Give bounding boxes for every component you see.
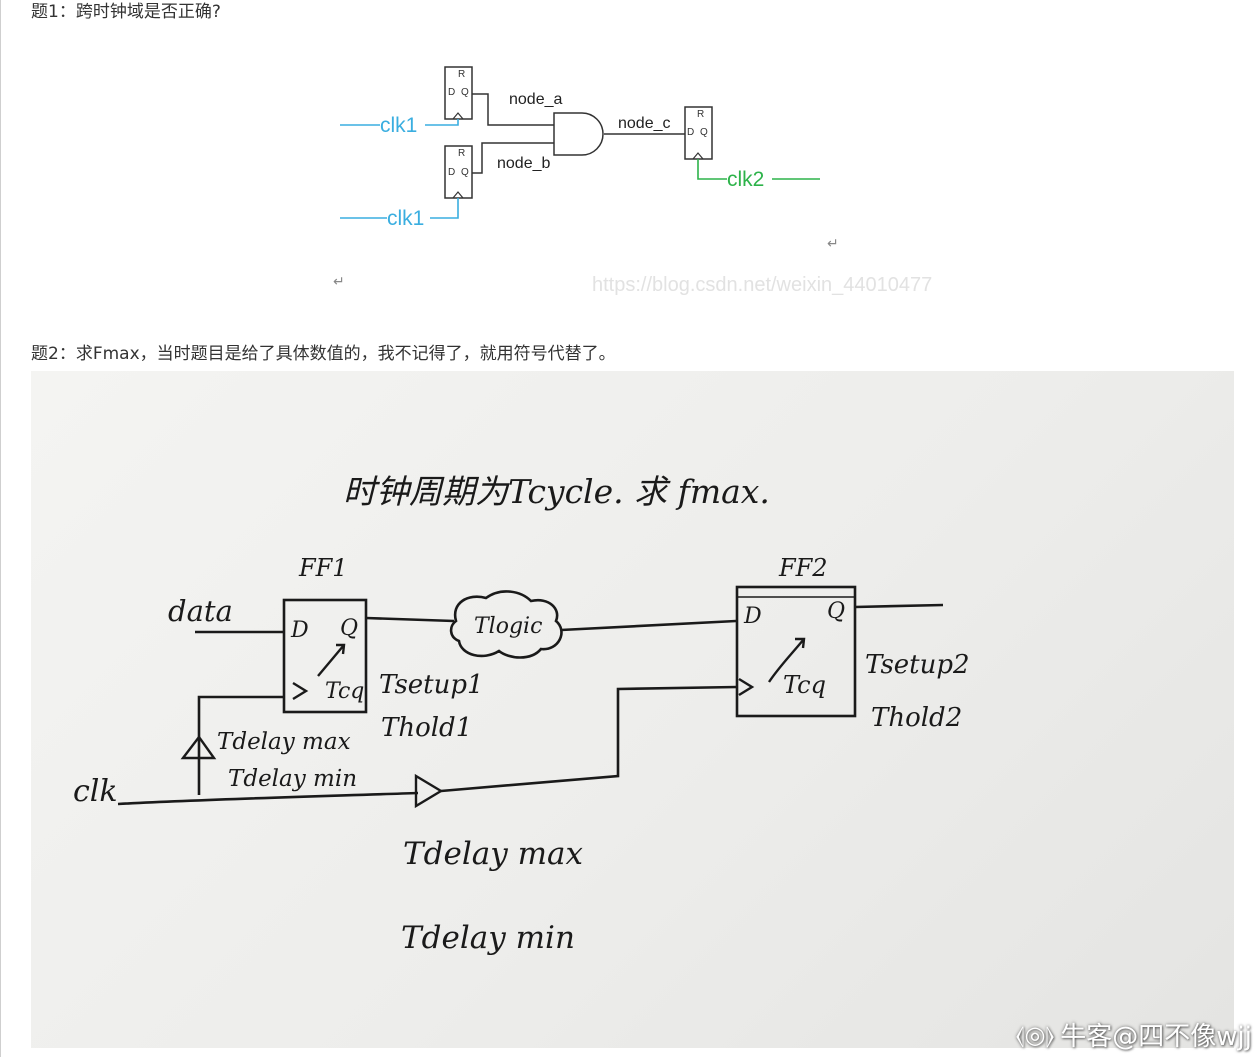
flipflop-top: R D Q — [444, 66, 473, 120]
ff-top-q-label: Q — [461, 87, 469, 98]
nowcoder-logo-icon: ⦉◎⦊ — [1015, 1020, 1055, 1049]
ff1-tcq-label: Tcq — [325, 679, 364, 704]
tlogic-label: Tlogic — [474, 614, 542, 639]
and-gate — [553, 112, 604, 156]
tdelay-min-large-label: Tdelay min — [401, 920, 575, 956]
node-a-label: node_a — [509, 91, 562, 108]
thold2-label: Thold2 — [871, 703, 962, 733]
clk2-label: clk2 — [727, 168, 764, 191]
ff-right-q-label: Q — [700, 127, 708, 138]
ff-bottom-q-label: Q — [461, 167, 469, 178]
ff2-q-label: Q — [827, 599, 845, 624]
question-1-title: 题1：跨时钟域是否正确? — [31, 2, 221, 22]
ff2-box — [735, 585, 857, 718]
ff-top-d-label: D — [448, 87, 455, 98]
tsetup1-label: Tsetup1 — [379, 670, 484, 700]
ff1-box — [282, 598, 368, 714]
ff-top-reset-label: R — [458, 69, 465, 80]
tdelay-max-large-label: Tdelay max — [403, 836, 584, 872]
ff2-tcq-label: Tcq — [783, 671, 826, 699]
ff1-d-label: D — [290, 618, 309, 643]
flipflop-bottom: R D Q — [444, 145, 473, 199]
question-2-title: 题2：求Fmax，当时题目是给了具体数值的，我不记得了，就用符号代替了。 — [31, 344, 616, 364]
flipflop-right: R D Q — [684, 106, 713, 160]
handwritten-title: 时钟周期为Tcycle. 求 fmax. — [343, 472, 770, 511]
left-border — [0, 0, 1, 1057]
clk-label: clk — [73, 774, 118, 809]
thold1-label: Thold1 — [381, 713, 472, 743]
ff-right-reset-label: R — [697, 109, 704, 120]
tdelay-min-small-label: Tdelay min — [228, 766, 357, 792]
handwritten-timing-photo: 时钟周期为Tcycle. 求 fmax. FF1 D Q Tcq data Tl… — [31, 371, 1234, 1048]
nowcoder-watermark: ⦉◎⦊ 牛客@四不像wjj — [1016, 1016, 1252, 1053]
node-b-label: node_b — [497, 155, 550, 172]
tlogic-cloud — [449, 590, 563, 659]
clk1-bottom-label: clk1 — [387, 207, 424, 230]
return-mark-left: ↵ — [333, 273, 345, 289]
ff1-q-label: Q — [340, 616, 358, 641]
cdc-circuit-diagram: R D Q R D Q R D Q node_a node_b nod — [330, 20, 950, 320]
data-label: data — [168, 594, 233, 628]
ff-bottom-reset-label: R — [458, 148, 465, 159]
csdn-watermark: https://blog.csdn.net/weixin_44010477 — [592, 274, 932, 296]
tdelay-max-small-label: Tdelay max — [217, 729, 351, 755]
ff1-label: FF1 — [298, 554, 348, 582]
ff2-label: FF2 — [778, 554, 828, 582]
nowcoder-watermark-text: 牛客@四不像wjj — [1060, 1022, 1252, 1052]
ff2-d-label: D — [743, 604, 762, 629]
return-mark-right: ↵ — [827, 235, 839, 251]
ff-right-d-label: D — [687, 127, 694, 138]
tsetup2-label: Tsetup2 — [865, 650, 970, 680]
node-c-label: node_c — [618, 115, 671, 132]
ff-bottom-d-label: D — [448, 167, 455, 178]
clk1-top-label: clk1 — [380, 114, 417, 137]
